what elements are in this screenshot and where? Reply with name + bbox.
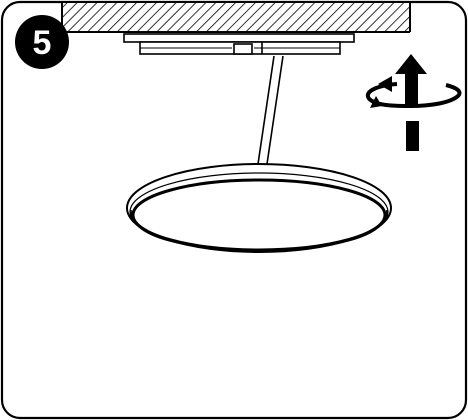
suspension-cable (257, 55, 284, 165)
mounting-bracket (123, 33, 355, 55)
step-number: 5 (33, 24, 52, 62)
round-panel-light (126, 163, 392, 253)
step-badge: 5 (15, 15, 69, 69)
ceiling (61, 3, 411, 33)
rotate-and-lift-arrow-icon (365, 54, 462, 151)
